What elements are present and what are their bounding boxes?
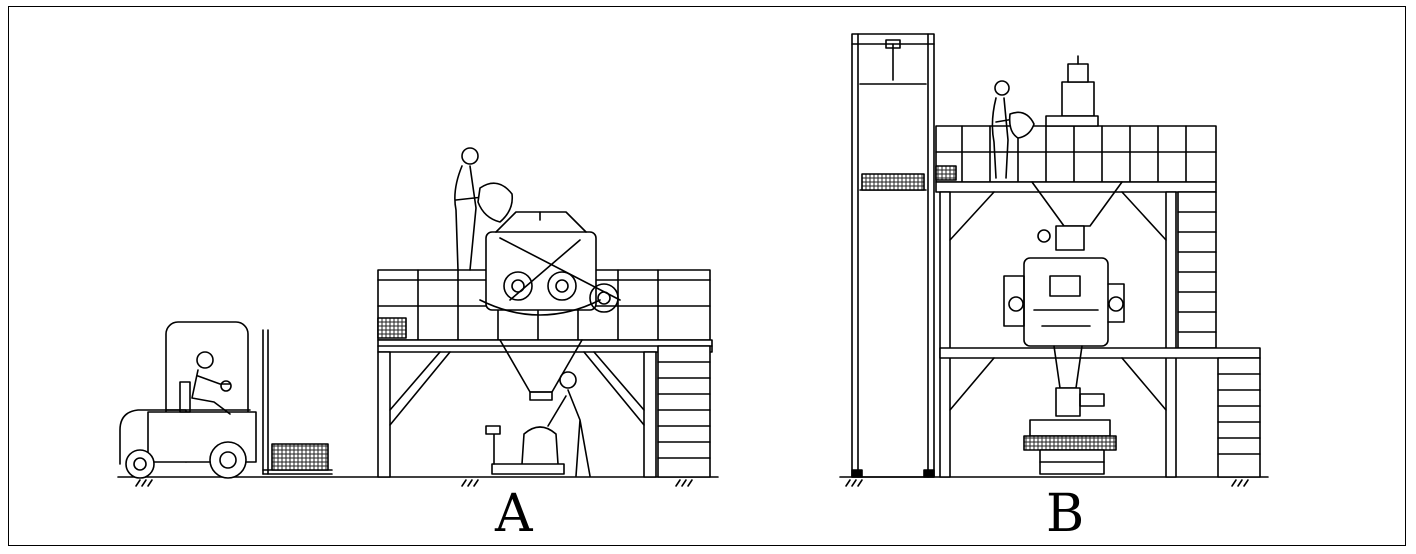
ribbon-mixer-a [479, 211, 621, 401]
scene-a [117, 147, 719, 487]
worker-loading-a [454, 147, 514, 271]
discharge-packer-b [1023, 387, 1117, 475]
worker-bagging-a [485, 371, 591, 477]
label-a: A [495, 484, 533, 544]
mid-platform-b [939, 347, 1261, 478]
label-b: B [1046, 484, 1085, 544]
worker-loading-b [991, 80, 1035, 179]
figure-frame [8, 6, 1406, 546]
scene-b [839, 33, 1269, 487]
ground-a [117, 476, 719, 487]
plough-mixer-b [1003, 257, 1125, 389]
feed-hopper-b [1031, 55, 1123, 251]
lift-tower-b [851, 33, 935, 478]
pallet-load-a [271, 443, 329, 471]
